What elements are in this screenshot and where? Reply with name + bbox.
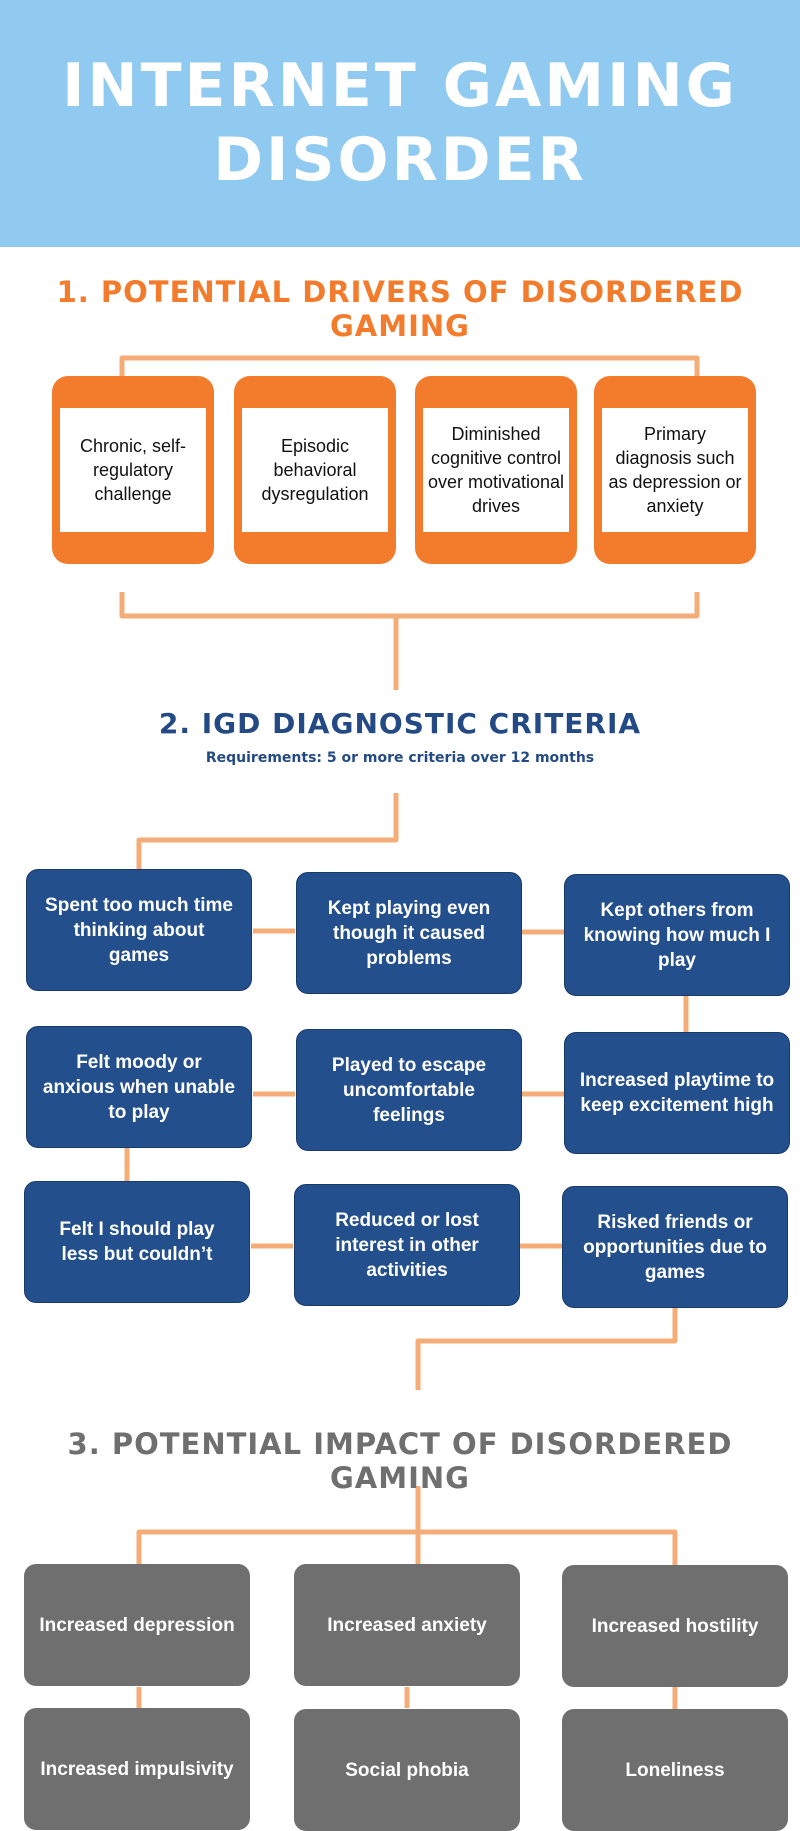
- driver-card: Diminished cognitive control over motiva…: [415, 376, 577, 564]
- criterion-box: Played to escape uncomfortable feelings: [296, 1029, 522, 1151]
- drivers-top-bracket: [119, 355, 700, 380]
- criteria-to-impact-connector: [415, 1306, 678, 1390]
- criteria-subheading: Requirements: 5 or more criteria over 12…: [205, 750, 595, 766]
- criterion-box: Felt moody or anxious when unable to pla…: [26, 1026, 252, 1148]
- impact-box: Social phobia: [294, 1709, 520, 1831]
- drivers-heading: 1. POTENTIAL DRIVERS OF DISORDERED GAMIN…: [56, 275, 744, 343]
- criteria-entry-connector: [136, 793, 399, 871]
- impact-box: Increased impulsivity: [24, 1708, 250, 1830]
- driver-card-text: Diminished cognitive control over motiva…: [423, 408, 569, 532]
- impact-box: Loneliness: [562, 1709, 788, 1831]
- driver-card: Episodic behavioral dysregulation: [234, 376, 396, 564]
- driver-card-text: Chronic, self-regulatory challenge: [60, 408, 206, 532]
- driver-card-text: Primary diagnosis such as depression or …: [602, 408, 748, 532]
- criteria-row1-links: [253, 928, 564, 935]
- impact-box: Increased depression: [24, 1564, 250, 1686]
- driver-card: Primary diagnosis such as depression or …: [594, 376, 756, 564]
- impact-heading: 3. POTENTIAL IMPACT OF DISORDERED GAMING: [67, 1427, 733, 1495]
- driver-card-text: Episodic behavioral dysregulation: [242, 408, 388, 532]
- criterion-box: Kept others from knowing how much I play: [564, 874, 790, 996]
- drivers-bottom-bracket: [119, 592, 700, 619]
- criterion-box: Risked friends or opportunities due to g…: [562, 1186, 788, 1308]
- criterion-box: Reduced or lost interest in other activi…: [294, 1184, 520, 1306]
- criterion-box: Spent too much time thinking about games: [26, 869, 252, 991]
- impact-box: Increased anxiety: [294, 1564, 520, 1686]
- impact-row-links: [136, 1687, 678, 1710]
- page-title-line-2: DISORDER: [213, 125, 587, 195]
- criterion-box: Kept playing even though it caused probl…: [296, 872, 522, 994]
- impact-box: Increased hostility: [562, 1565, 788, 1687]
- criterion-box: Felt I should play less but couldn’t: [24, 1181, 250, 1303]
- impact-bracket: [136, 1529, 678, 1565]
- driver-card: Chronic, self-regulatory challenge: [52, 376, 214, 564]
- criteria-heading: 2. IGD DIAGNOSTIC CRITERIA: [158, 707, 642, 740]
- header-banner: [0, 0, 800, 247]
- criterion-box: Increased playtime to keep excitement hi…: [564, 1032, 790, 1154]
- page-title-line-1: INTERNET GAMING: [62, 51, 738, 121]
